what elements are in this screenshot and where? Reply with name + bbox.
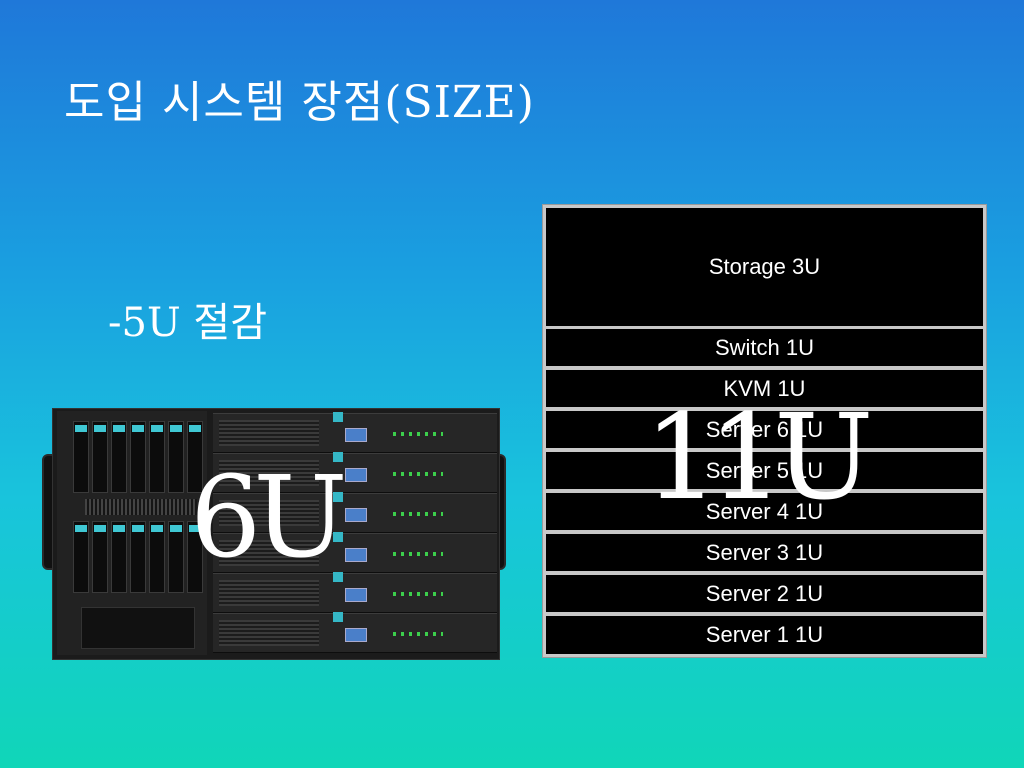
rack-slot-server-3: Server 3 1U (546, 534, 983, 571)
compute-blade (213, 492, 497, 533)
rack-slot-server-1: Server 1 1U (546, 616, 983, 654)
drive-row (73, 421, 203, 493)
slide-title: 도입 시스템 장점(SIZE) (64, 77, 535, 128)
compute-blade (213, 612, 497, 653)
compute-blade (213, 412, 497, 453)
compute-blade (213, 572, 497, 613)
eleven-u-label: 11U (644, 388, 874, 526)
drive-bay-area (57, 411, 207, 655)
rack-slot-switch: Switch 1U (546, 329, 983, 366)
rack-slot-server-5: Server 5 1U (546, 452, 983, 489)
compute-blade (213, 532, 497, 573)
psu-bay (81, 607, 195, 649)
six-u-label: 6U (190, 453, 348, 583)
rack-slot-server-6: Server 6 1U (546, 411, 983, 448)
rack-slot-server-2: Server 2 1U (546, 575, 983, 612)
chassis-body (52, 408, 500, 660)
rack-slot-kvm: KVM 1U (546, 370, 983, 407)
rack-diagram: Storage 3U Switch 1U KVM 1U Server 6 1U … (543, 205, 986, 657)
rack-slot-storage: Storage 3U (546, 208, 983, 326)
drive-row (73, 521, 203, 593)
slide-subtitle: -5U 절감 (108, 300, 267, 346)
vent (85, 499, 197, 515)
compute-blade (213, 452, 497, 493)
rack-slot-server-4: Server 4 1U (546, 493, 983, 530)
server-chassis-image (42, 408, 506, 660)
